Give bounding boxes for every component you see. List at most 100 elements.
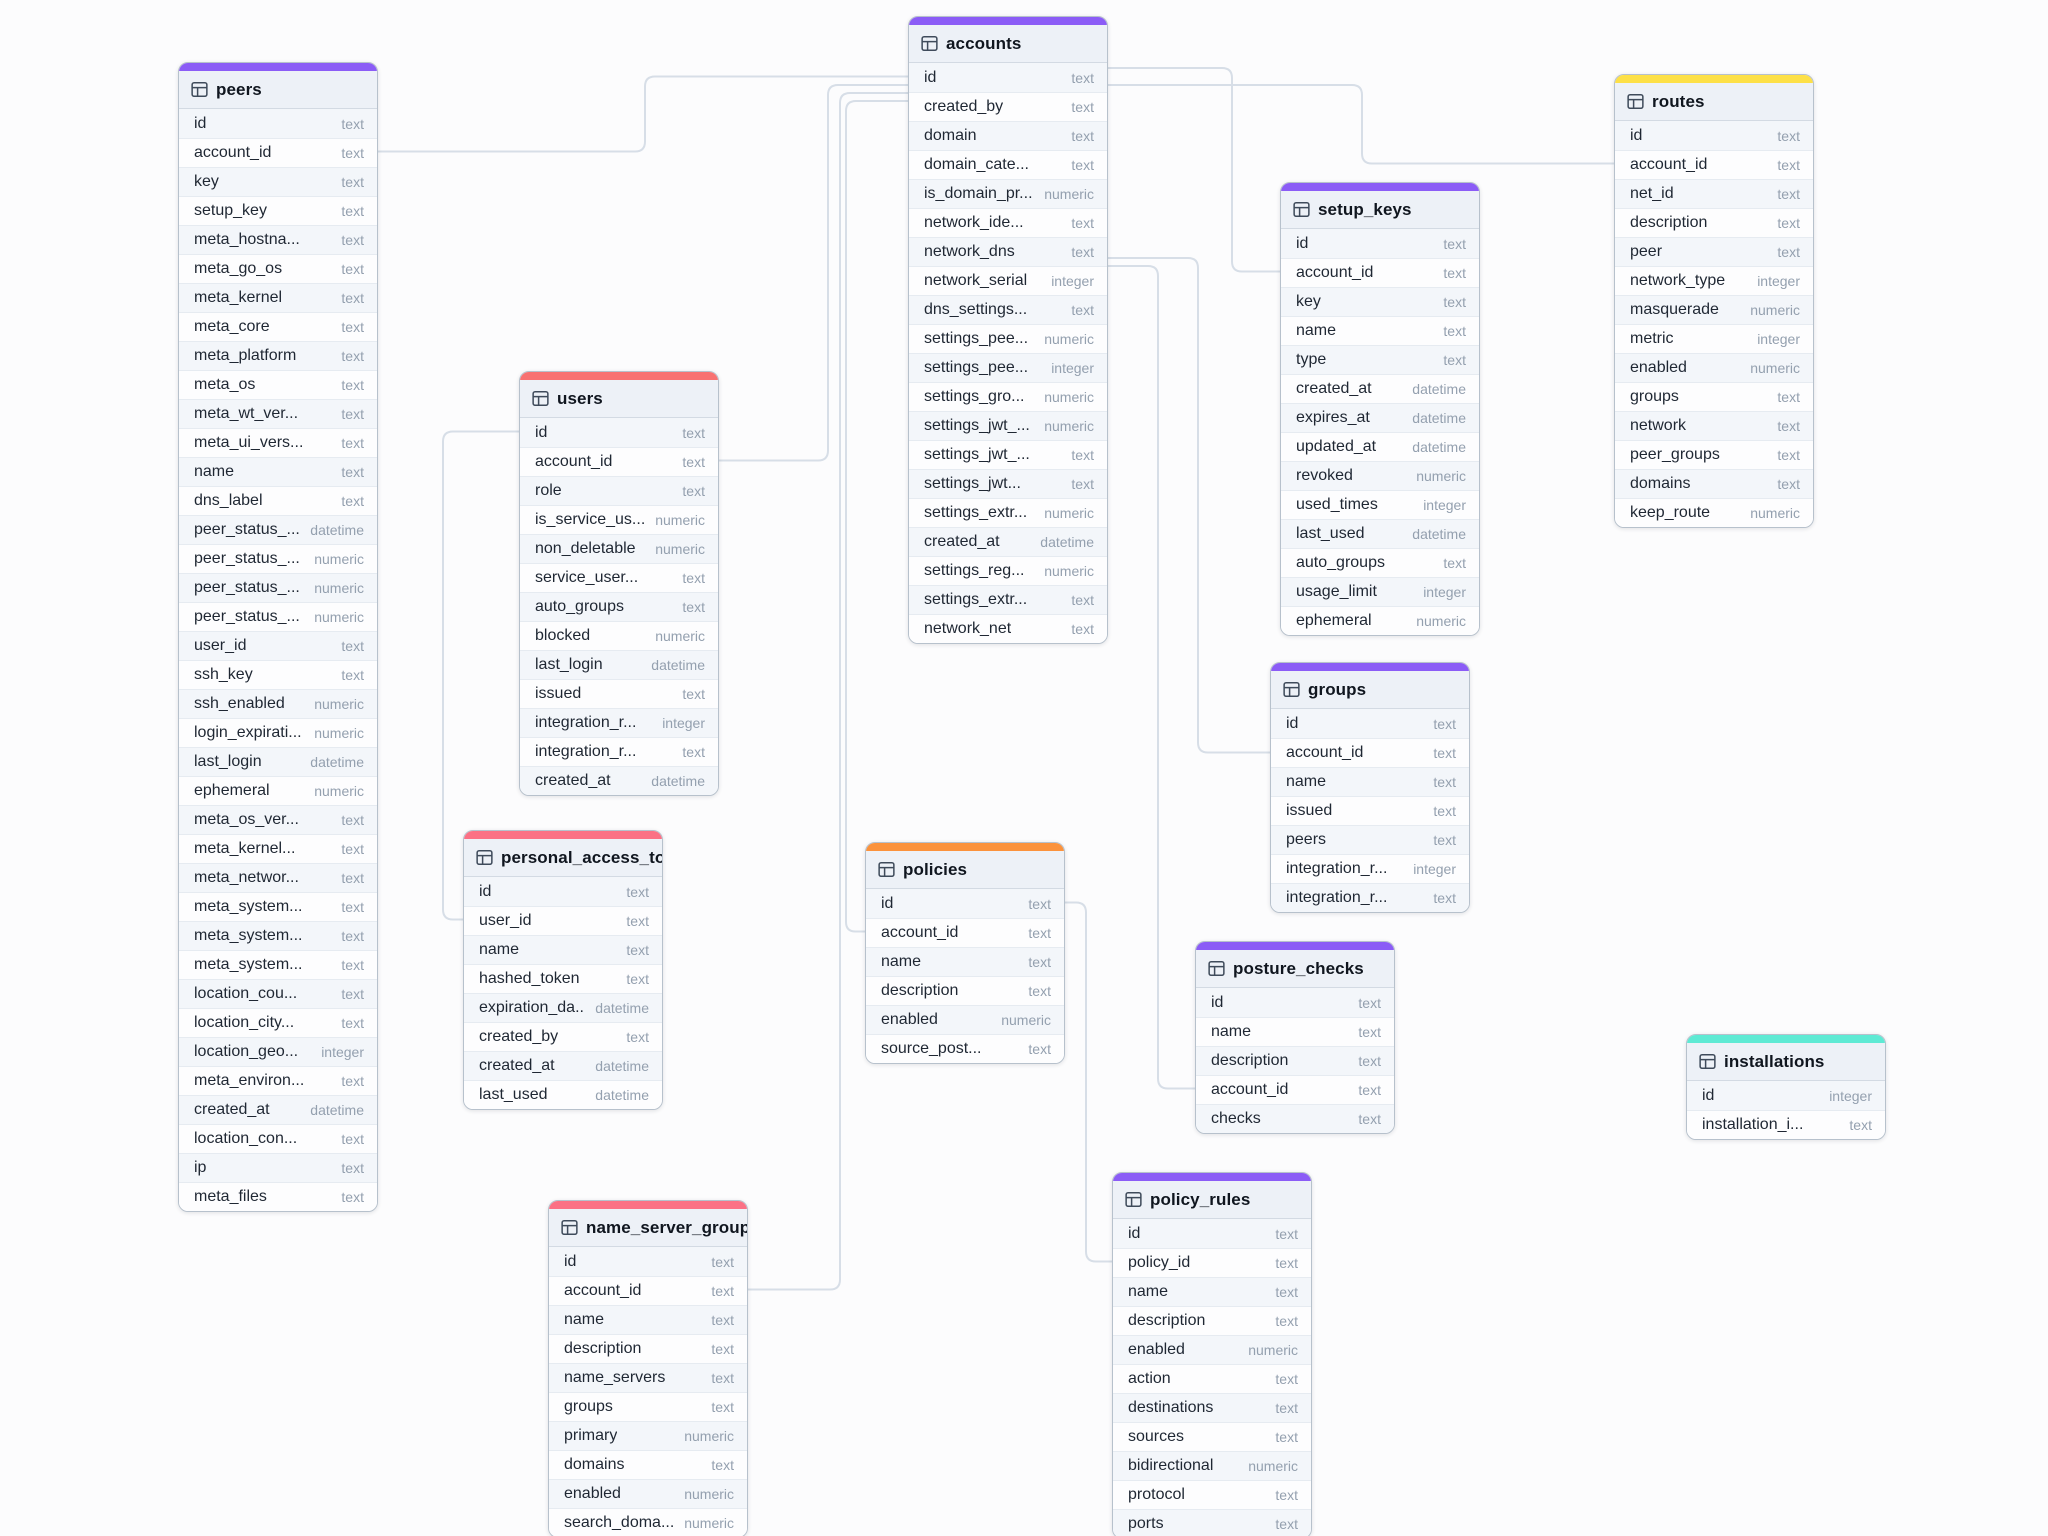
- field-row[interactable]: id text: [464, 877, 662, 906]
- field-row[interactable]: description text: [1615, 208, 1813, 237]
- field-row[interactable]: meta_system... text: [179, 950, 377, 979]
- field-row[interactable]: action text: [1113, 1364, 1311, 1393]
- field-row[interactable]: created_at datetime: [179, 1095, 377, 1124]
- field-row[interactable]: enabled numeric: [549, 1479, 747, 1508]
- table-header[interactable]: setup_keys: [1281, 191, 1479, 229]
- table-policy_rules[interactable]: policy_rules id text policy_id text name…: [1112, 1172, 1312, 1536]
- field-row[interactable]: description text: [1196, 1046, 1394, 1075]
- field-row[interactable]: id text: [520, 418, 718, 447]
- field-row[interactable]: description text: [1113, 1306, 1311, 1335]
- field-row[interactable]: domain_cate... text: [909, 150, 1107, 179]
- field-row[interactable]: key text: [1281, 287, 1479, 316]
- field-row[interactable]: account_id text: [1615, 150, 1813, 179]
- field-row[interactable]: peer text: [1615, 237, 1813, 266]
- field-row[interactable]: description text: [866, 976, 1064, 1005]
- field-row[interactable]: peer_status_... numeric: [179, 573, 377, 602]
- field-row[interactable]: network_net text: [909, 614, 1107, 643]
- table-header[interactable]: installations: [1687, 1043, 1885, 1081]
- field-row[interactable]: network_ide... text: [909, 208, 1107, 237]
- field-row[interactable]: peer_status_... datetime: [179, 515, 377, 544]
- table-name_server_groups[interactable]: name_server_groups id text account_id te…: [548, 1200, 748, 1536]
- field-row[interactable]: meta_go_os text: [179, 254, 377, 283]
- field-row[interactable]: policy_id text: [1113, 1248, 1311, 1277]
- field-row[interactable]: created_by text: [909, 92, 1107, 121]
- field-row[interactable]: name text: [1281, 316, 1479, 345]
- field-row[interactable]: last_login datetime: [520, 650, 718, 679]
- field-row[interactable]: meta_kernel text: [179, 283, 377, 312]
- field-row[interactable]: blocked numeric: [520, 621, 718, 650]
- field-row[interactable]: location_cou... text: [179, 979, 377, 1008]
- field-row[interactable]: settings_reg... numeric: [909, 556, 1107, 585]
- field-row[interactable]: created_at datetime: [520, 766, 718, 795]
- field-row[interactable]: settings_jwt... text: [909, 469, 1107, 498]
- field-row[interactable]: last_used datetime: [464, 1080, 662, 1109]
- table-header[interactable]: groups: [1271, 671, 1469, 709]
- field-row[interactable]: created_at datetime: [464, 1051, 662, 1080]
- field-row[interactable]: created_at datetime: [1281, 374, 1479, 403]
- table-setup_keys[interactable]: setup_keys id text account_id text key t…: [1280, 182, 1480, 636]
- table-header[interactable]: accounts: [909, 25, 1107, 63]
- field-row[interactable]: id text: [1271, 709, 1469, 738]
- field-row[interactable]: description text: [549, 1334, 747, 1363]
- field-row[interactable]: settings_pee... integer: [909, 353, 1107, 382]
- field-row[interactable]: metric integer: [1615, 324, 1813, 353]
- field-row[interactable]: account_id text: [1196, 1075, 1394, 1104]
- field-row[interactable]: revoked numeric: [1281, 461, 1479, 490]
- field-row[interactable]: ephemeral numeric: [1281, 606, 1479, 635]
- table-posture_checks[interactable]: posture_checks id text name text descrip…: [1195, 941, 1395, 1134]
- field-row[interactable]: peers text: [1271, 825, 1469, 854]
- table-header[interactable]: users: [520, 380, 718, 418]
- field-row[interactable]: source_post... text: [866, 1034, 1064, 1063]
- field-row[interactable]: meta_environ... text: [179, 1066, 377, 1095]
- field-row[interactable]: bidirectional numeric: [1113, 1451, 1311, 1480]
- field-row[interactable]: network text: [1615, 411, 1813, 440]
- field-row[interactable]: usage_limit integer: [1281, 577, 1479, 606]
- relationship-peers.account_id-to-accounts.id[interactable]: [378, 75, 908, 153]
- field-row[interactable]: domains text: [1615, 469, 1813, 498]
- field-row[interactable]: meta_kernel... text: [179, 834, 377, 863]
- table-header[interactable]: routes: [1615, 83, 1813, 121]
- field-row[interactable]: last_used datetime: [1281, 519, 1479, 548]
- field-row[interactable]: key text: [179, 167, 377, 196]
- field-row[interactable]: hashed_token text: [464, 964, 662, 993]
- field-row[interactable]: meta_system... text: [179, 892, 377, 921]
- field-row[interactable]: primary numeric: [549, 1421, 747, 1450]
- field-row[interactable]: id text: [1113, 1219, 1311, 1248]
- field-row[interactable]: issued text: [1271, 796, 1469, 825]
- field-row[interactable]: groups text: [1615, 382, 1813, 411]
- field-row[interactable]: name text: [1113, 1277, 1311, 1306]
- field-row[interactable]: location_con... text: [179, 1124, 377, 1153]
- relationship-users.account_id-to-accounts.id[interactable]: [719, 84, 908, 462]
- table-header[interactable]: name_server_groups: [549, 1209, 747, 1247]
- field-row[interactable]: id integer: [1687, 1081, 1885, 1110]
- field-row[interactable]: updated_at datetime: [1281, 432, 1479, 461]
- field-row[interactable]: meta_ui_vers... text: [179, 428, 377, 457]
- field-row[interactable]: meta_system... text: [179, 921, 377, 950]
- field-row[interactable]: user_id text: [464, 906, 662, 935]
- field-row[interactable]: account_id text: [520, 447, 718, 476]
- field-row[interactable]: meta_os text: [179, 370, 377, 399]
- field-row[interactable]: domain text: [909, 121, 1107, 150]
- field-row[interactable]: name text: [464, 935, 662, 964]
- field-row[interactable]: installation_i... text: [1687, 1110, 1885, 1139]
- field-row[interactable]: ephemeral numeric: [179, 776, 377, 805]
- field-row[interactable]: user_id text: [179, 631, 377, 660]
- field-row[interactable]: search_doma... numeric: [549, 1508, 747, 1536]
- field-row[interactable]: enabled numeric: [1113, 1335, 1311, 1364]
- field-row[interactable]: integration_r... integer: [520, 708, 718, 737]
- field-row[interactable]: meta_wt_ver... text: [179, 399, 377, 428]
- field-row[interactable]: expiration_da... datetime: [464, 993, 662, 1022]
- field-row[interactable]: ssh_key text: [179, 660, 377, 689]
- field-row[interactable]: last_login datetime: [179, 747, 377, 776]
- field-row[interactable]: location_city... text: [179, 1008, 377, 1037]
- field-row[interactable]: enabled numeric: [866, 1005, 1064, 1034]
- field-row[interactable]: setup_key text: [179, 196, 377, 225]
- field-row[interactable]: id text: [866, 889, 1064, 918]
- field-row[interactable]: location_geo... integer: [179, 1037, 377, 1066]
- relationship-name_server_groups.account_id-to-accounts.id[interactable]: [748, 92, 908, 1291]
- table-installations[interactable]: installations id integer installation_i.…: [1686, 1034, 1886, 1140]
- field-row[interactable]: meta_hostna... text: [179, 225, 377, 254]
- field-row[interactable]: name_servers text: [549, 1363, 747, 1392]
- field-row[interactable]: settings_extr... numeric: [909, 498, 1107, 527]
